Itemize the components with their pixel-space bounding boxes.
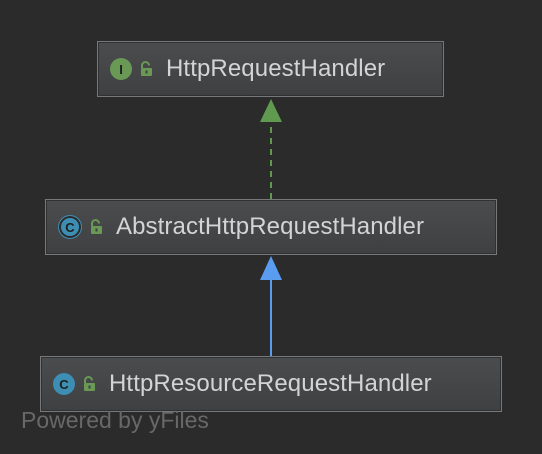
yfiles-watermark: Powered by yFiles (21, 407, 209, 433)
open-padlock-icon (88, 218, 104, 236)
abstract-class-badge-icon: C (58, 215, 82, 239)
extends-arrowhead (260, 256, 282, 280)
class-badge-icon: C (53, 373, 75, 395)
class-node-httpresourcerequesthandler[interactable]: C HttpResourceRequestHandler (40, 356, 502, 412)
node-label: HttpResourceRequestHandler (109, 370, 432, 397)
open-padlock-icon (138, 60, 154, 78)
implements-arrowhead (260, 99, 282, 122)
node-label: AbstractHttpRequestHandler (116, 213, 425, 240)
abstract-class-node-abstracthttprequesthandler[interactable]: C AbstractHttpRequestHandler (45, 199, 497, 255)
open-padlock-icon (81, 375, 97, 393)
node-label: HttpRequestHandler (166, 55, 386, 82)
interface-badge-icon: I (110, 58, 132, 80)
interface-node-httprequesthandler[interactable]: I HttpRequestHandler (97, 41, 444, 97)
